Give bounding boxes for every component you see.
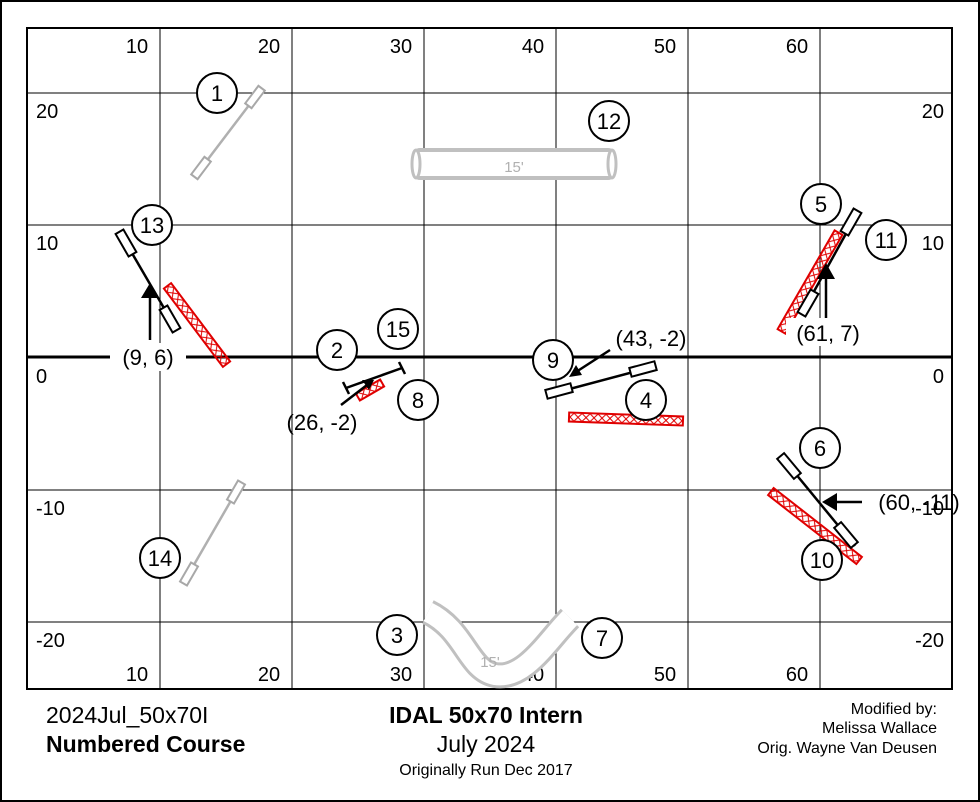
obstacle-number-label: 12: [597, 109, 621, 134]
jump-6-10: [775, 451, 860, 550]
original-author: Orig. Wayne Van Deusen: [757, 740, 937, 757]
red-panel-13: [162, 281, 232, 369]
x-tick-bottom: 60: [786, 664, 808, 686]
obstacle-number-label: 2: [331, 338, 343, 363]
obstacle-number-15: 15: [377, 308, 419, 350]
arrow-left-icon: [822, 493, 837, 511]
coord-label: (60, -11): [878, 490, 960, 515]
obstacle-number-label: 3: [391, 623, 403, 648]
jump-14-gray: [178, 479, 247, 587]
obstacle-number-6: 6: [799, 427, 841, 469]
y-tick-right: -20: [915, 630, 944, 652]
jump-13: [114, 228, 182, 334]
y-tick-right: 10: [922, 233, 944, 255]
obstacle-number-8: 8: [397, 379, 439, 421]
arrows: [141, 263, 862, 511]
arrow-up-icon: [141, 283, 159, 298]
modified-label: Modified by:: [850, 701, 937, 718]
jump-9-4: [544, 360, 658, 400]
red-panel-4: [567, 411, 685, 427]
x-tick-top: 30: [390, 36, 412, 58]
x-tick-top: 60: [786, 36, 808, 58]
obstacle-number-10: 10: [801, 539, 843, 581]
obstacle-number-label: 11: [875, 228, 898, 253]
obstacle-number-7: 7: [581, 617, 623, 659]
modifier-name: Melissa Wallace: [822, 720, 937, 737]
obstacle-number-3: 3: [376, 614, 418, 656]
obstacle-number-label: 8: [412, 388, 424, 413]
y-tick-right: 20: [922, 101, 944, 123]
y-tick-left: 10: [36, 233, 58, 255]
y-tick-left: 20: [36, 101, 58, 123]
x-tick-bottom: 20: [258, 664, 280, 686]
obstacle-number-label: 14: [148, 546, 172, 571]
obstacle-number-label: 7: [596, 626, 608, 651]
tunnel-3-7-length: 15': [480, 654, 500, 671]
coord-label: (61, 7): [796, 321, 860, 346]
obstacle-number-label: 9: [547, 348, 559, 373]
obstacle-number-4: 4: [625, 379, 667, 421]
x-tick-bottom: 10: [126, 664, 148, 686]
obstacle-number-12: 12: [588, 100, 630, 142]
arrow-left-icon: [569, 365, 582, 377]
x-tick-top: 20: [258, 36, 280, 58]
tunnel-12: 15': [410, 148, 618, 180]
tunnel-12-length: 15': [504, 159, 524, 176]
obstacle-number-1: 1: [196, 72, 238, 114]
obstacle-number-label: 10: [810, 548, 834, 573]
coord-label: (9, 6): [122, 345, 173, 370]
obstacle-number-13: 13: [131, 204, 173, 246]
x-tick-top: 10: [126, 36, 148, 58]
coord-label: (26, -2): [287, 410, 358, 435]
coord-label: (43, -2): [616, 326, 687, 351]
red-panel-5-11: [776, 229, 844, 335]
obstacle-number-label: 6: [814, 436, 826, 461]
obstacle-number-9: 9: [532, 339, 574, 381]
course-date: July 2024: [436, 731, 536, 757]
jump-5-11: [796, 207, 863, 318]
x-tick-bottom: 30: [390, 664, 412, 686]
y-tick-right: 0: [933, 366, 944, 388]
obstacle-number-11: 11: [865, 219, 907, 261]
arrow-up-icon: [817, 263, 835, 279]
y-tick-right: -10: [915, 498, 944, 520]
y-tick-left: 0: [36, 366, 47, 388]
x-tick-bottom: 50: [654, 664, 676, 686]
jump-1-gray: [189, 84, 267, 181]
tunnel-3-7: 15': [421, 600, 580, 689]
y-tick-left: -10: [36, 498, 65, 520]
x-tick-top: 40: [522, 36, 544, 58]
obstacle-number-5: 5: [800, 183, 842, 225]
obstacle-number-2: 2: [316, 329, 358, 371]
jump-2-15-8: [341, 361, 407, 395]
y-tick-left: -20: [36, 630, 65, 652]
x-tick-top: 50: [654, 36, 676, 58]
original-run: Originally Run Dec 2017: [399, 762, 573, 779]
arrow-right-icon: [362, 380, 374, 390]
obstacle-number-label: 4: [640, 388, 652, 413]
course-type: Numbered Course: [46, 731, 246, 757]
obstacle-number-label: 13: [140, 213, 164, 238]
course-id: 2024Jul_50x70I: [46, 702, 209, 728]
red-panel-6-10: [766, 486, 864, 566]
obstacle-number-label: 5: [815, 192, 827, 217]
obstacle-number-14: 14: [139, 537, 181, 579]
obstacle-number-label: 1: [211, 81, 223, 106]
obstacle-number-label: 15: [386, 317, 410, 342]
course-title: IDAL 50x70 Intern: [389, 702, 583, 728]
